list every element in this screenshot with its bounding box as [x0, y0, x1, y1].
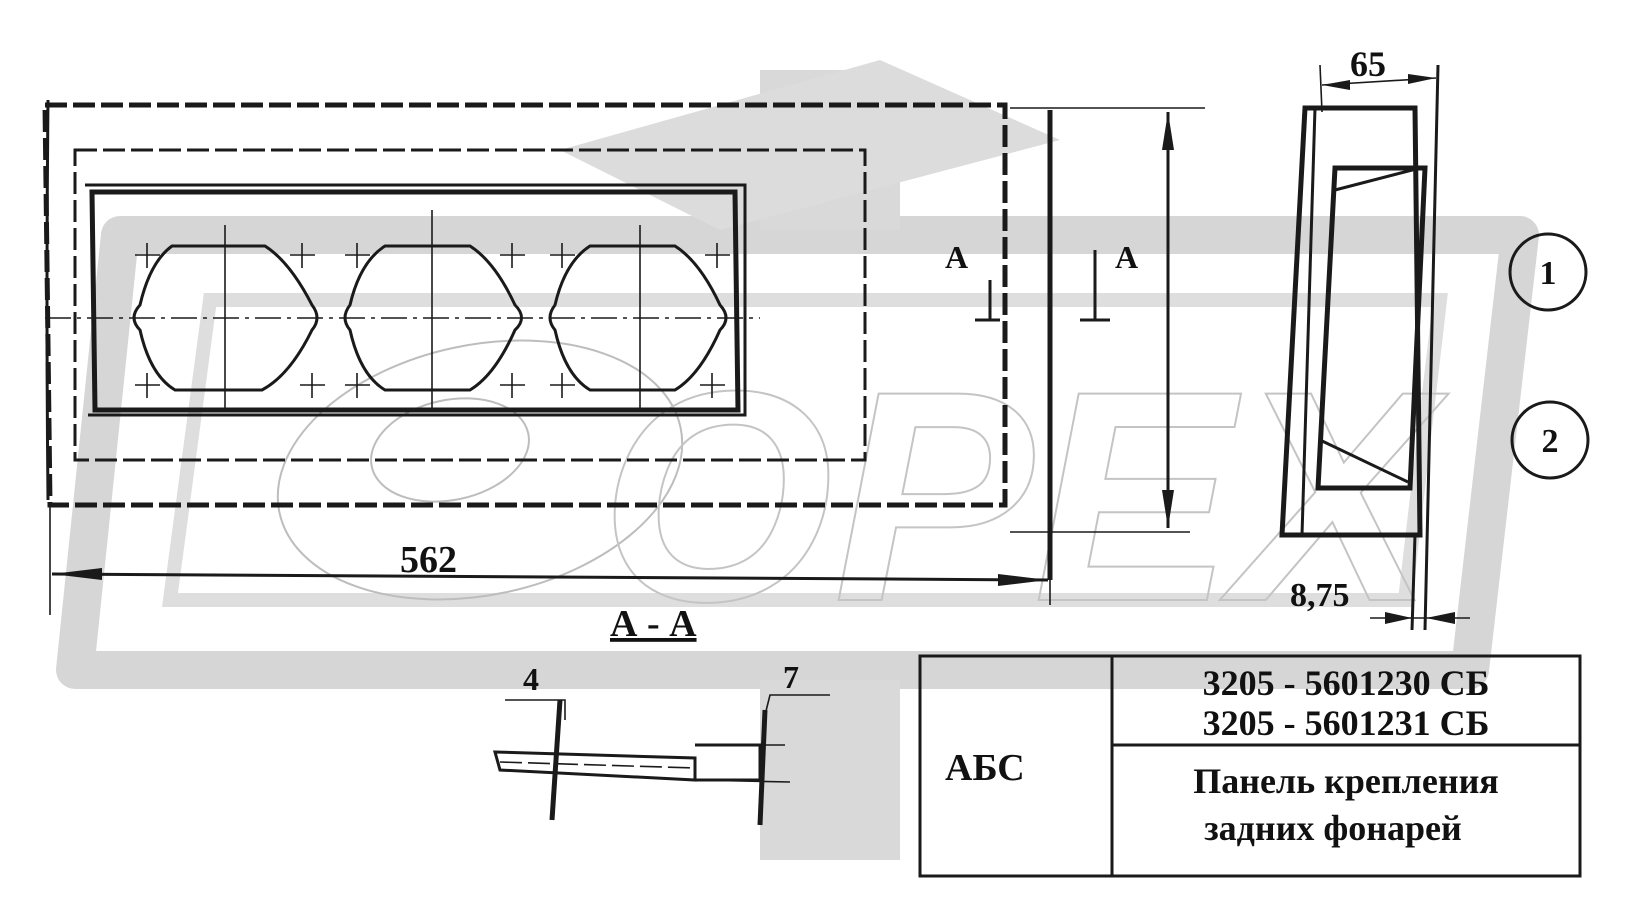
height-dimension — [1010, 107, 1205, 533]
section-letter: А — [945, 239, 968, 275]
section-letter: А — [1115, 239, 1138, 275]
callout-1: 1 — [1508, 232, 1588, 312]
callout-2: 2 — [1510, 400, 1590, 480]
side-view: 65 8,75 — [1279, 44, 1470, 631]
depth-label: 65 — [1350, 44, 1386, 84]
section-title: А - А — [610, 603, 697, 645]
part-number-2: 3205 - 5601231 СБ — [1203, 703, 1490, 743]
part-name-line-2: задних фонарей — [1204, 808, 1462, 848]
lamp-opening — [548, 244, 728, 392]
front-view: А А 562 А - А — [42, 99, 1205, 645]
callout-label-4: 4 — [523, 661, 539, 697]
callout-number: 1 — [1540, 255, 1557, 292]
part-name-line-1: Панель крепления — [1193, 761, 1499, 801]
part-number-1: 3205 - 5601230 СБ — [1203, 663, 1490, 703]
section-detail: 4 7 — [493, 659, 830, 826]
callout-number: 2 — [1542, 423, 1559, 460]
section-marker-right: А — [1080, 239, 1138, 322]
title-block-code: АБС — [945, 747, 1025, 789]
width-label: 562 — [400, 539, 457, 581]
watermark-text: ОРЕХ — [600, 328, 1449, 664]
lamp-opening — [343, 244, 523, 392]
lamp-opening — [132, 244, 319, 392]
title-block: АБС 3205 - 5601230 СБ 3205 - 5601231 СБ … — [918, 654, 1582, 878]
section-marker-left: А — [945, 239, 1000, 322]
width-dimension: 562 — [49, 505, 1051, 615]
thickness-label: 8,75 — [1290, 577, 1350, 614]
callout-label-7: 7 — [783, 659, 799, 695]
centre-marks — [135, 210, 730, 410]
